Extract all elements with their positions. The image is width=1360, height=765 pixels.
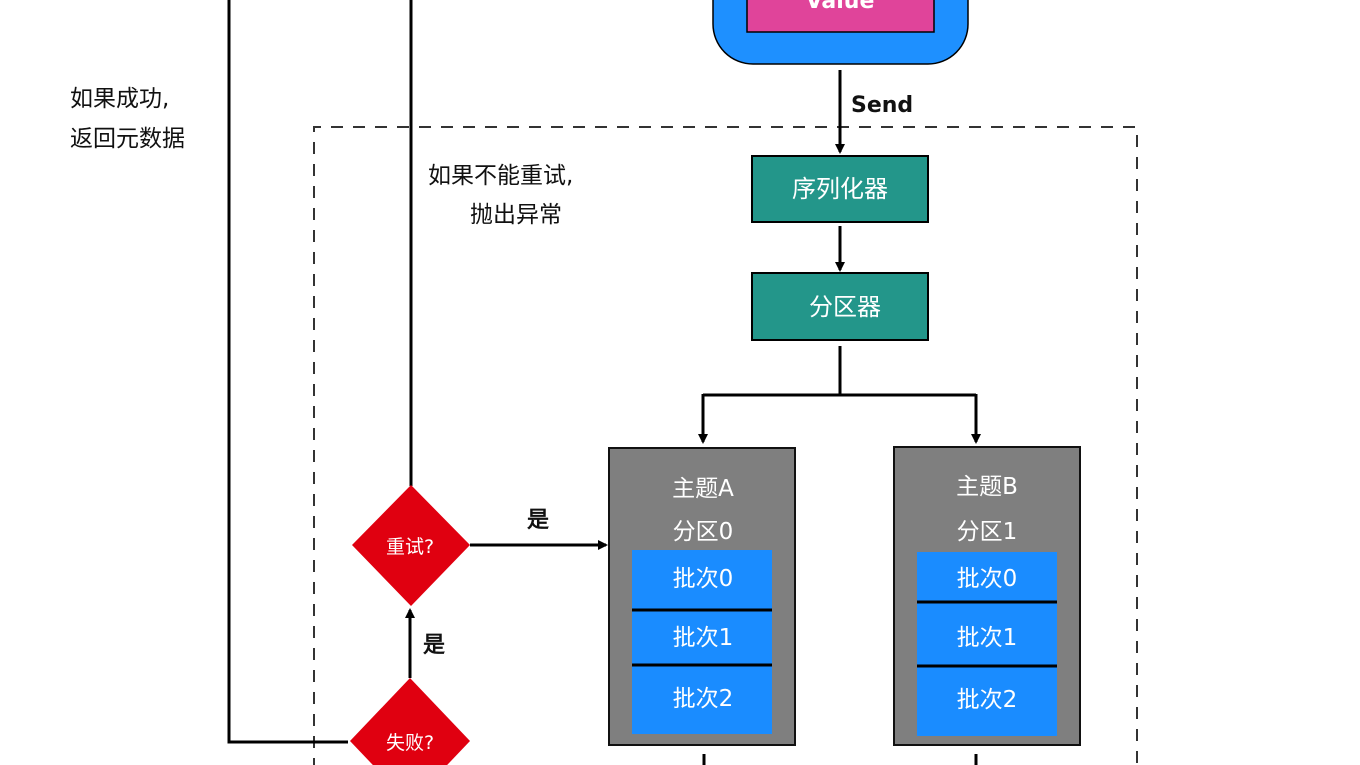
success-return-line	[227, 0, 348, 744]
partitioner-box: 分区器	[751, 272, 929, 341]
serializer-box: 序列化器	[751, 155, 929, 223]
batch-0-label: 批次0	[673, 566, 734, 592]
serializer-label: 序列化器	[792, 175, 888, 203]
batch-1-label: 批次1	[673, 625, 734, 651]
producer-record: Value	[712, 0, 969, 65]
no-retry-note-line2: 抛出异常	[470, 202, 562, 228]
producer-boundary	[313, 126, 1138, 765]
batch-2-label: 批次2	[957, 687, 1018, 713]
topic-a-batches	[632, 550, 772, 734]
send-label: Send	[851, 93, 913, 118]
retry-label: 重试?	[386, 536, 434, 558]
topic-a-partition-0: 主题A 分区0 批次0 批次1 批次2	[608, 447, 796, 746]
batch-1-label: 批次1	[957, 625, 1018, 651]
failure-decision: 失败?	[350, 678, 470, 765]
failure-label: 失败?	[386, 732, 434, 754]
partitioner-label: 分区器	[809, 293, 881, 321]
retry-yes-label: 是	[527, 508, 549, 533]
partition-0-label: 分区0	[673, 519, 734, 545]
partition-1-label: 分区1	[957, 519, 1018, 545]
failure-yes-label: 是	[423, 633, 445, 658]
success-note-line2: 返回元数据	[70, 126, 185, 152]
partitioner-split-line	[703, 346, 976, 397]
no-retry-note-line1: 如果不能重试,	[428, 163, 573, 189]
success-note-line1: 如果成功,	[70, 86, 169, 112]
retry-decision: 重试?	[352, 485, 470, 606]
topic-b-label: 主题B	[956, 474, 1018, 500]
batch-2-label: 批次2	[673, 686, 734, 712]
topic-b-batches	[917, 552, 1057, 736]
value-label: Value	[806, 0, 875, 14]
batch-0-label: 批次0	[957, 566, 1018, 592]
value-box	[746, 0, 935, 33]
topic-a-label: 主题A	[672, 476, 734, 502]
topic-b-partition-1: 主题B 分区1 批次0 批次1 批次2	[893, 446, 1081, 746]
